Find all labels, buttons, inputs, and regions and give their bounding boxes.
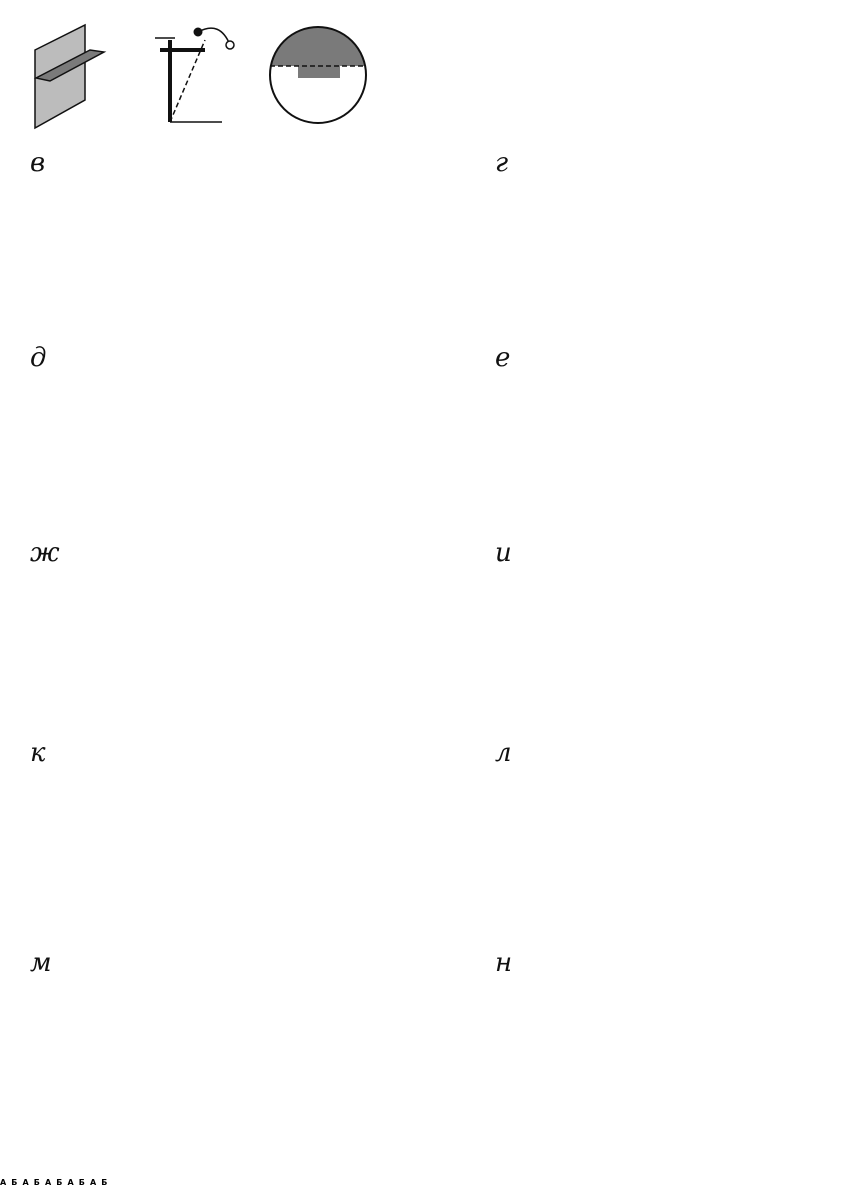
mark-b: Б — [101, 1178, 108, 1187]
mark-a: А — [90, 1178, 97, 1187]
mark-b: Б — [56, 1178, 63, 1187]
horizontal-canopy — [33, 49, 107, 82]
sun-chart: А Б — [90, 1170, 107, 1189]
label-n: н — [495, 948, 513, 978]
wall-plate — [34, 23, 86, 130]
mark-b: Б — [11, 1178, 18, 1187]
mark-b: Б — [78, 1178, 85, 1187]
label-m: м — [30, 948, 52, 978]
label-i: и — [495, 538, 512, 568]
mark-b: Б — [33, 1178, 40, 1187]
label-d: д — [30, 343, 47, 373]
sun-chart — [269, 26, 367, 124]
wall-plate: А Б А Б — [68, 1170, 108, 1189]
mark-a: А — [67, 1178, 74, 1187]
mark-a: А — [45, 1178, 52, 1187]
label-g: г — [495, 148, 509, 178]
mark-a: А — [22, 1178, 29, 1187]
panel-v — [33, 23, 367, 130]
mark-a: А — [0, 1178, 7, 1187]
label-k: к — [30, 738, 46, 768]
label-l: л — [495, 738, 512, 768]
section-sketch — [155, 27, 235, 123]
sun-chart: А Б — [45, 1170, 68, 1189]
wall-plate: А Б — [0, 1170, 23, 1189]
label-v: в — [30, 148, 46, 178]
label-e: е — [495, 343, 511, 373]
panel-l: А Б — [0, 1170, 23, 1189]
panel-m: А Б А Б — [23, 1170, 68, 1189]
sun-chart: А Б — [0, 1170, 23, 1189]
label-zh: ж — [30, 538, 60, 568]
panel-row6-left: А Б А Б — [68, 1170, 108, 1189]
